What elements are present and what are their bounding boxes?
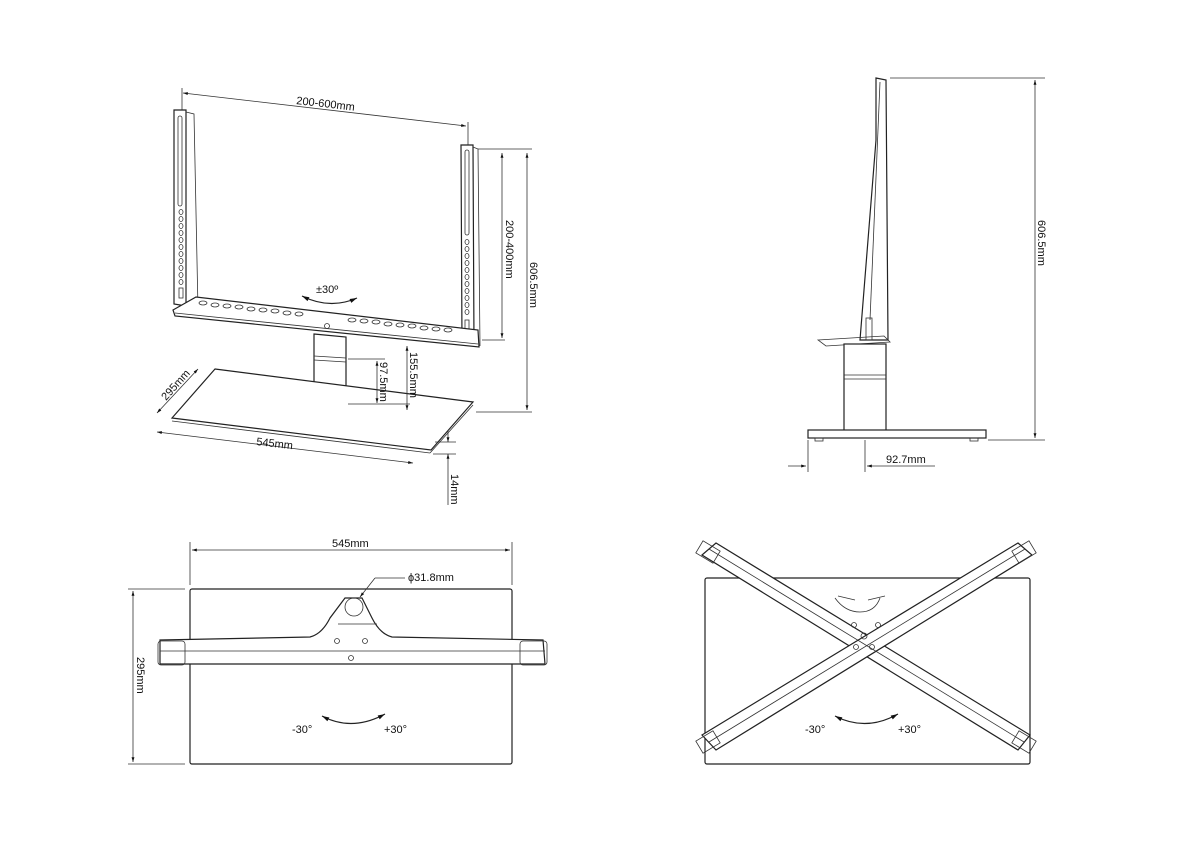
base-width-label: 545mm: [256, 436, 294, 452]
vesa-height-label: 200-400mm: [503, 220, 515, 279]
rotate-left-label: -30°: [292, 724, 312, 736]
offset-label: 92.7mm: [886, 454, 926, 466]
x-rotate-right-label: +30°: [898, 724, 921, 736]
base-thickness-label: 14mm: [448, 474, 460, 505]
left-upright: [173, 109, 199, 311]
base-depth-label: 295mm: [159, 368, 192, 403]
total-height-label: 606.5mm: [527, 262, 539, 308]
perspective-view: 200-600mm: [156, 88, 539, 505]
top-view: 545mm 295mm ϕ31.8mm -30° +30°: [128, 538, 548, 765]
crossbar: [172, 296, 480, 348]
right-upright: [460, 144, 481, 347]
x-rotate-left-label: -30°: [805, 724, 825, 736]
diameter-label: ϕ31.8mm: [408, 572, 454, 584]
side-height-label: 606.5mm: [1035, 220, 1047, 266]
top-depth-label: 295mm: [134, 657, 146, 694]
column-height-label: 155.5mm: [407, 352, 419, 398]
x-base-view: -30° +30°: [695, 540, 1037, 765]
column-adjust-label: 97.5mm: [377, 362, 389, 402]
rotate-right-label: +30°: [384, 724, 407, 736]
vesa-width-label: 200-600mm: [296, 95, 356, 114]
swivel-label: ±30º: [316, 284, 338, 296]
side-view: 606.5mm 92.7mm: [788, 77, 1047, 472]
top-width-label: 545mm: [332, 538, 369, 550]
